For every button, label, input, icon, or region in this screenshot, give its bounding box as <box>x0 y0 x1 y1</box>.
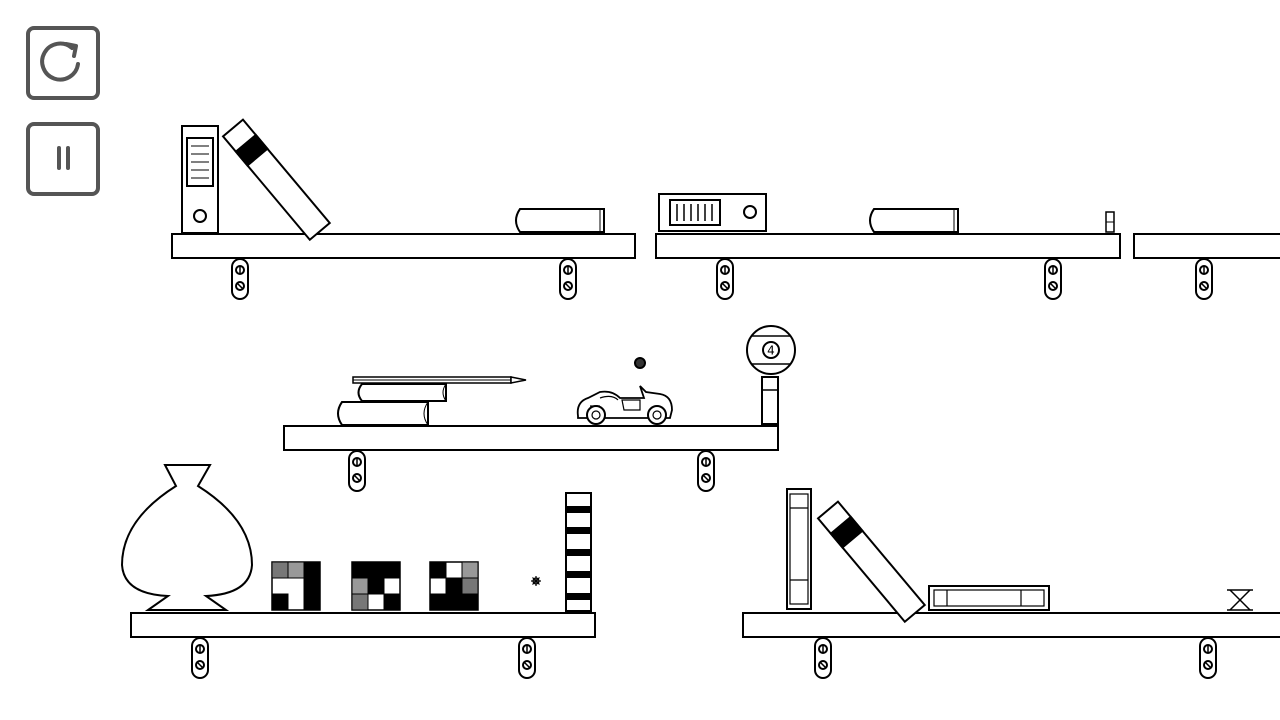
pattern-block-2 <box>351 561 401 611</box>
book-upright-thin <box>786 488 812 610</box>
book-leaning <box>221 118 332 242</box>
hourglass <box>1227 589 1253 611</box>
shelf-bottom-left <box>130 612 596 679</box>
book-leaning <box>816 500 927 624</box>
shelf-bottom-right <box>742 612 1280 679</box>
toy-car <box>576 385 673 425</box>
ball-stand <box>761 376 779 425</box>
shelf-middle <box>283 425 779 492</box>
vase <box>120 464 254 611</box>
small-snowflake <box>531 576 541 586</box>
shelf-top-right <box>1133 233 1280 300</box>
pencil <box>352 376 527 384</box>
restart-button[interactable] <box>26 26 100 100</box>
pause-button[interactable] <box>26 122 100 196</box>
pause-icon <box>57 146 70 170</box>
book-lying <box>515 208 605 233</box>
radio <box>658 193 767 232</box>
book-stack <box>337 383 447 426</box>
restart-arrow-icon <box>40 41 80 82</box>
small-gear <box>634 357 646 369</box>
pattern-block-3 <box>429 561 479 611</box>
pattern-block-1 <box>271 561 321 611</box>
shelf-top-middle <box>655 233 1121 300</box>
shelf-top-left <box>171 233 636 300</box>
book-lying <box>869 208 959 233</box>
pool-ball-number: 4 <box>767 344 775 358</box>
pool-ball <box>746 325 796 375</box>
book-flat <box>928 585 1050 611</box>
tiny-item <box>1105 211 1115 233</box>
binder-upright <box>181 125 219 234</box>
striped-column <box>565 492 592 612</box>
